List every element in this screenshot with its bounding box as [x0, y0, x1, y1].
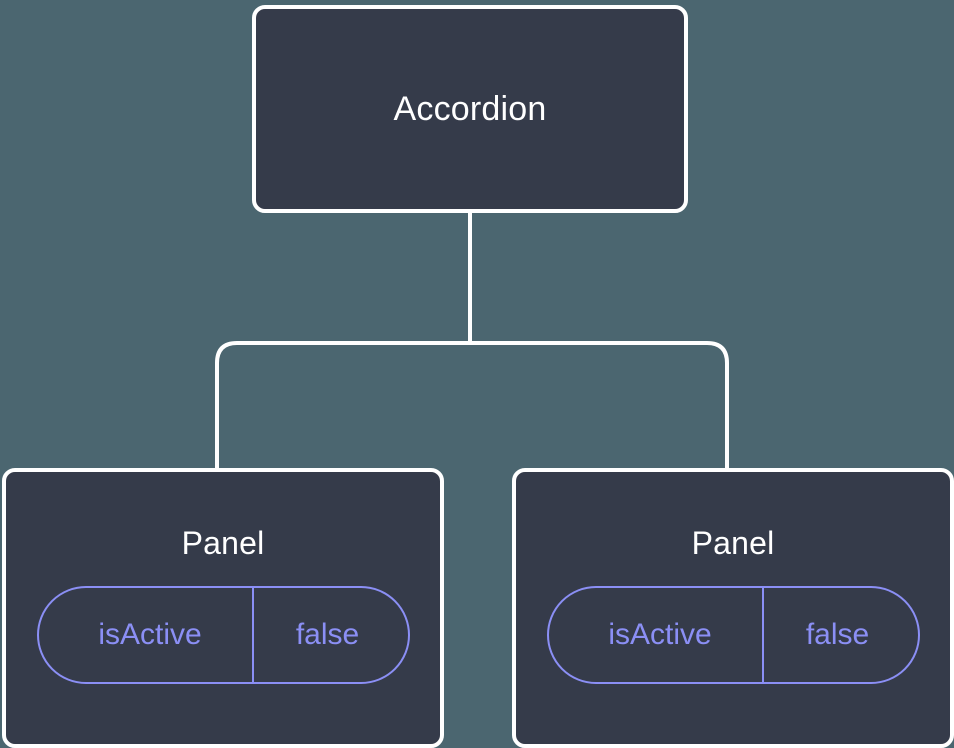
- prop-pill-left[interactable]: isActive false: [36, 586, 410, 684]
- node-panel-right-label: Panel: [691, 525, 775, 561]
- prop-key-left: isActive: [39, 588, 254, 682]
- node-panel-right[interactable]: Panel isActive false: [512, 468, 954, 748]
- node-accordion-label: Accordion: [393, 90, 547, 128]
- node-panel-left[interactable]: Panel isActive false: [2, 468, 444, 748]
- prop-value-right: false: [805, 618, 870, 651]
- prop-pill-right[interactable]: isActive false: [546, 586, 920, 684]
- node-panel-left-label: Panel: [181, 525, 265, 561]
- node-accordion[interactable]: Accordion: [252, 5, 688, 213]
- prop-key-right: isActive: [549, 588, 764, 682]
- edge-to-panel-left: [215, 341, 470, 472]
- prop-value-left: false: [295, 618, 360, 651]
- edge-to-panel-right: [470, 341, 729, 472]
